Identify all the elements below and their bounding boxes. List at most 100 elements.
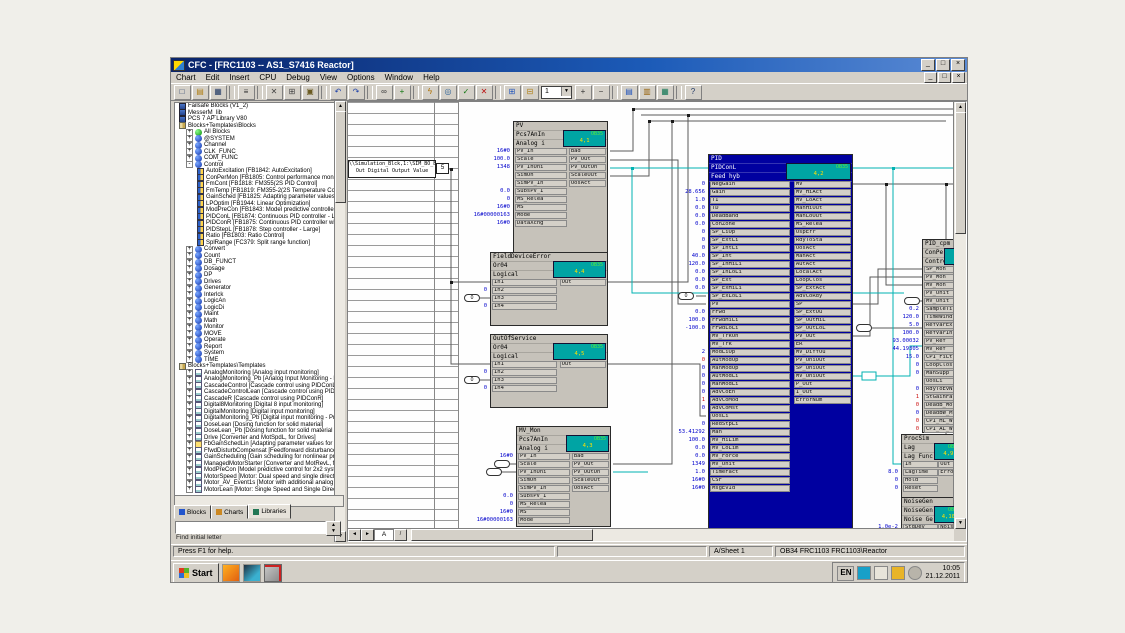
tree-vertical-scrollbar[interactable]: ▲ ▼ [334,101,345,542]
pid-output-MV_UniOut[interactable]: MV_UniOut [794,373,851,380]
pid-input-DeadBand[interactable]: DeadBand [710,213,790,220]
pid-input-SP_ExHiLi[interactable]: SP_ExHiLi [710,285,790,292]
delete-icon[interactable]: ✕ [476,85,493,100]
fielddeviceerror-value-In4[interactable]: 0 [484,302,487,310]
catalog-libraries-icon[interactable]: ▦ [657,85,674,100]
pid_cpm-value-RdyToEvN[interactable]: 0 [916,385,919,393]
constant-value-connector[interactable]: 0 [464,376,480,384]
mv_mon-output-OosAct[interactable]: OosAct [572,485,609,492]
print-icon[interactable]: ≡ [238,85,255,100]
pid-input-SP_InHiLi[interactable]: SP_InHiLi [710,261,790,268]
pid-value-MV_HiLim[interactable]: 100.0 [688,436,705,444]
pid-value-SP_InLoLi[interactable]: 0.0 [695,268,705,276]
insert-block-icon[interactable]: + [394,85,411,100]
pid_cpm-input-TimeWind[interactable]: TimeWind [924,314,954,321]
pid-output-ErrorNum[interactable]: ErrorNum [794,397,851,404]
pid-value-MV_Unit[interactable]: 1349 [692,460,705,468]
outofservice-value-In2[interactable]: 0 [484,368,487,376]
pid-value-ModLiOp[interactable]: 2 [702,348,705,356]
pid-output-SP_OutLoL[interactable]: SP_OutLoL [794,325,851,332]
pid-input-SP_Int[interactable]: SP_Int [710,253,790,260]
pid_cpm-input-LoopClos[interactable]: LoopClos [924,362,954,369]
procsim-output-ErrorNum[interactable]: ErrorNum [938,469,954,476]
pid_cpm-input-MV_Mon[interactable]: MV_Mon [924,282,954,289]
pid_cpm-input-MV_Ref[interactable]: MV_Ref [924,346,954,353]
pid_cpm-value-RefVarEx[interactable]: 5.0 [909,321,919,329]
chart-canvas[interactable]: \\Simulation_Blck,1:\SIM_BO_BW Out Digit… [348,102,954,529]
pid-value-SP_LiOp[interactable]: 0 [702,228,705,236]
pid-value-AutModOp[interactable]: 0 [702,356,705,364]
pid_cpm-input-CPI_FiLt[interactable]: CPI_FiLt [924,354,954,361]
menu-options[interactable]: Options [342,73,380,82]
fielddeviceerror-input-In4[interactable]: In4 [492,303,557,310]
pid-value-SP_ExHiLi[interactable]: 0.0 [695,284,705,292]
pid-value-AutModLi[interactable]: 0 [702,372,705,380]
maximize-button[interactable]: □ [936,59,950,71]
pid-input-MV_HiLim[interactable]: MV_HiLim [710,437,790,444]
pid-input-SP_LiOp[interactable]: SP_LiOp [710,229,790,236]
pid-output-I_Out[interactable]: I_Out [794,389,851,396]
procsim-input-In[interactable]: In [903,461,938,468]
pid_cpm-input-PV_Mon[interactable]: PV_Mon [924,274,954,281]
connector-ref[interactable]: 5 [436,163,449,174]
chart-horizontal-scrollbar[interactable]: ◄ ► A / [348,528,954,541]
pid-input-OosLi[interactable]: OosLi [710,413,790,420]
pid-input-SP_ExtLi[interactable]: SP_ExtLi [710,237,790,244]
mv_mon-input-SubsPV_I[interactable]: SubsPV_I [518,493,570,500]
mv_mon-value-MS_Relea[interactable]: 0 [510,500,513,508]
pid-output-SP_UniOut[interactable]: SP_UniOut [794,365,851,372]
pid_cpm-value-TimeWind[interactable]: 120.0 [902,313,919,321]
pid-input-Gain[interactable]: Gain [710,189,790,196]
quicklaunch-simatic-icon[interactable] [222,564,240,582]
pid_cpm-input-RefVarIn[interactable]: RefVarIn [924,330,954,337]
pv-output-Bad[interactable]: Bad [569,148,606,155]
tab-charts[interactable]: Charts [211,505,248,519]
pid-input-ModLiOp[interactable]: ModLiOp [710,349,790,356]
pid_cpm-value-CPI_AL_W[interactable]: 0 [916,425,919,433]
pid-value-MsgEvId[interactable]: 16#0 [692,484,705,492]
pid-input-SP_IntLi[interactable]: SP_IntLi [710,245,790,252]
cut-icon[interactable]: ✕ [266,85,283,100]
pid-output-AdvCoRdy[interactable]: AdvCoRdy [794,293,851,300]
zoom-level-select[interactable]: 1 [541,86,572,99]
pid-value-AdvCoEn[interactable]: 0 [702,388,705,396]
pv-value-Scale[interactable]: 100.0 [493,155,510,163]
pv-input-SimOn[interactable]: SimOn [515,172,567,179]
pid-input-FFwdLoLi[interactable]: FFwdLoLi [710,325,790,332]
pid_cpm-input-CPI_AL_W[interactable]: CPI_AL_W [924,426,954,433]
zoom-out-icon[interactable]: − [593,85,610,100]
menu-help[interactable]: Help [418,73,444,82]
minimize-button[interactable]: _ [921,59,935,71]
pid_cpm-value-CPI_HL_W[interactable]: 0 [916,417,919,425]
pid-value-Gain[interactable]: 28.656 [685,188,705,196]
pid-value-FFwdHiLi[interactable]: 100.0 [688,316,705,324]
pid-input-AutModOp[interactable]: AutModOp [710,357,790,364]
outofservice-input-In3[interactable]: In3 [492,377,557,384]
title-bar[interactable]: CFC - [FRC1103 -- AS1_S7416 Reactor] _ □… [171,58,967,72]
pid-input-MV_LoLim[interactable]: MV_LoLim [710,445,790,452]
mv_mon-input-PV_In[interactable]: PV_In [518,453,570,460]
sheet-prev-icon[interactable]: ◄ [348,529,361,541]
mv_mon-input-MS_Relea[interactable]: MS_Relea [518,501,570,508]
tray-icon-2[interactable] [874,566,888,580]
procsim-input-Hold[interactable]: Hold [903,477,938,484]
menu-insert[interactable]: Insert [224,73,254,82]
pid_cpm-input-DeadBW_M[interactable]: DeadBW_M [924,410,954,417]
find-icon[interactable]: ∞ [376,85,393,100]
pid-output-ManHiOut[interactable]: ManHiOut [794,205,851,212]
pid-value-ConZone[interactable]: 0.0 [695,220,705,228]
quicklaunch-pcs7-icon[interactable] [264,564,282,582]
tab-blocks[interactable]: Blocks [174,505,211,519]
mv_mon-output-ScaleOut[interactable]: ScaleOut [572,477,609,484]
constant-value-connector[interactable] [486,468,502,476]
pid-output-ER[interactable]: ER [794,341,851,348]
pv-input-Scale[interactable]: Scale [515,156,567,163]
open-chart-icon[interactable]: ▤ [192,85,209,100]
pid-input-AdvCoEn[interactable]: AdvCoEn [710,389,790,396]
block-pid_cpm[interactable]: PID_cpmConPerMoControlSP_MonPV_MonMV_Mon… [922,239,954,433]
mv_mon-input-MS[interactable]: MS [518,509,570,516]
pv-value-MS[interactable]: 16#0 [497,203,510,211]
fielddeviceerror-input-In3[interactable]: In3 [492,295,557,302]
pid_cpm-input-SampleTi[interactable]: SampleTi [924,306,954,313]
pid_cpm-value-CPI_FiLt[interactable]: 15.0 [906,353,919,361]
